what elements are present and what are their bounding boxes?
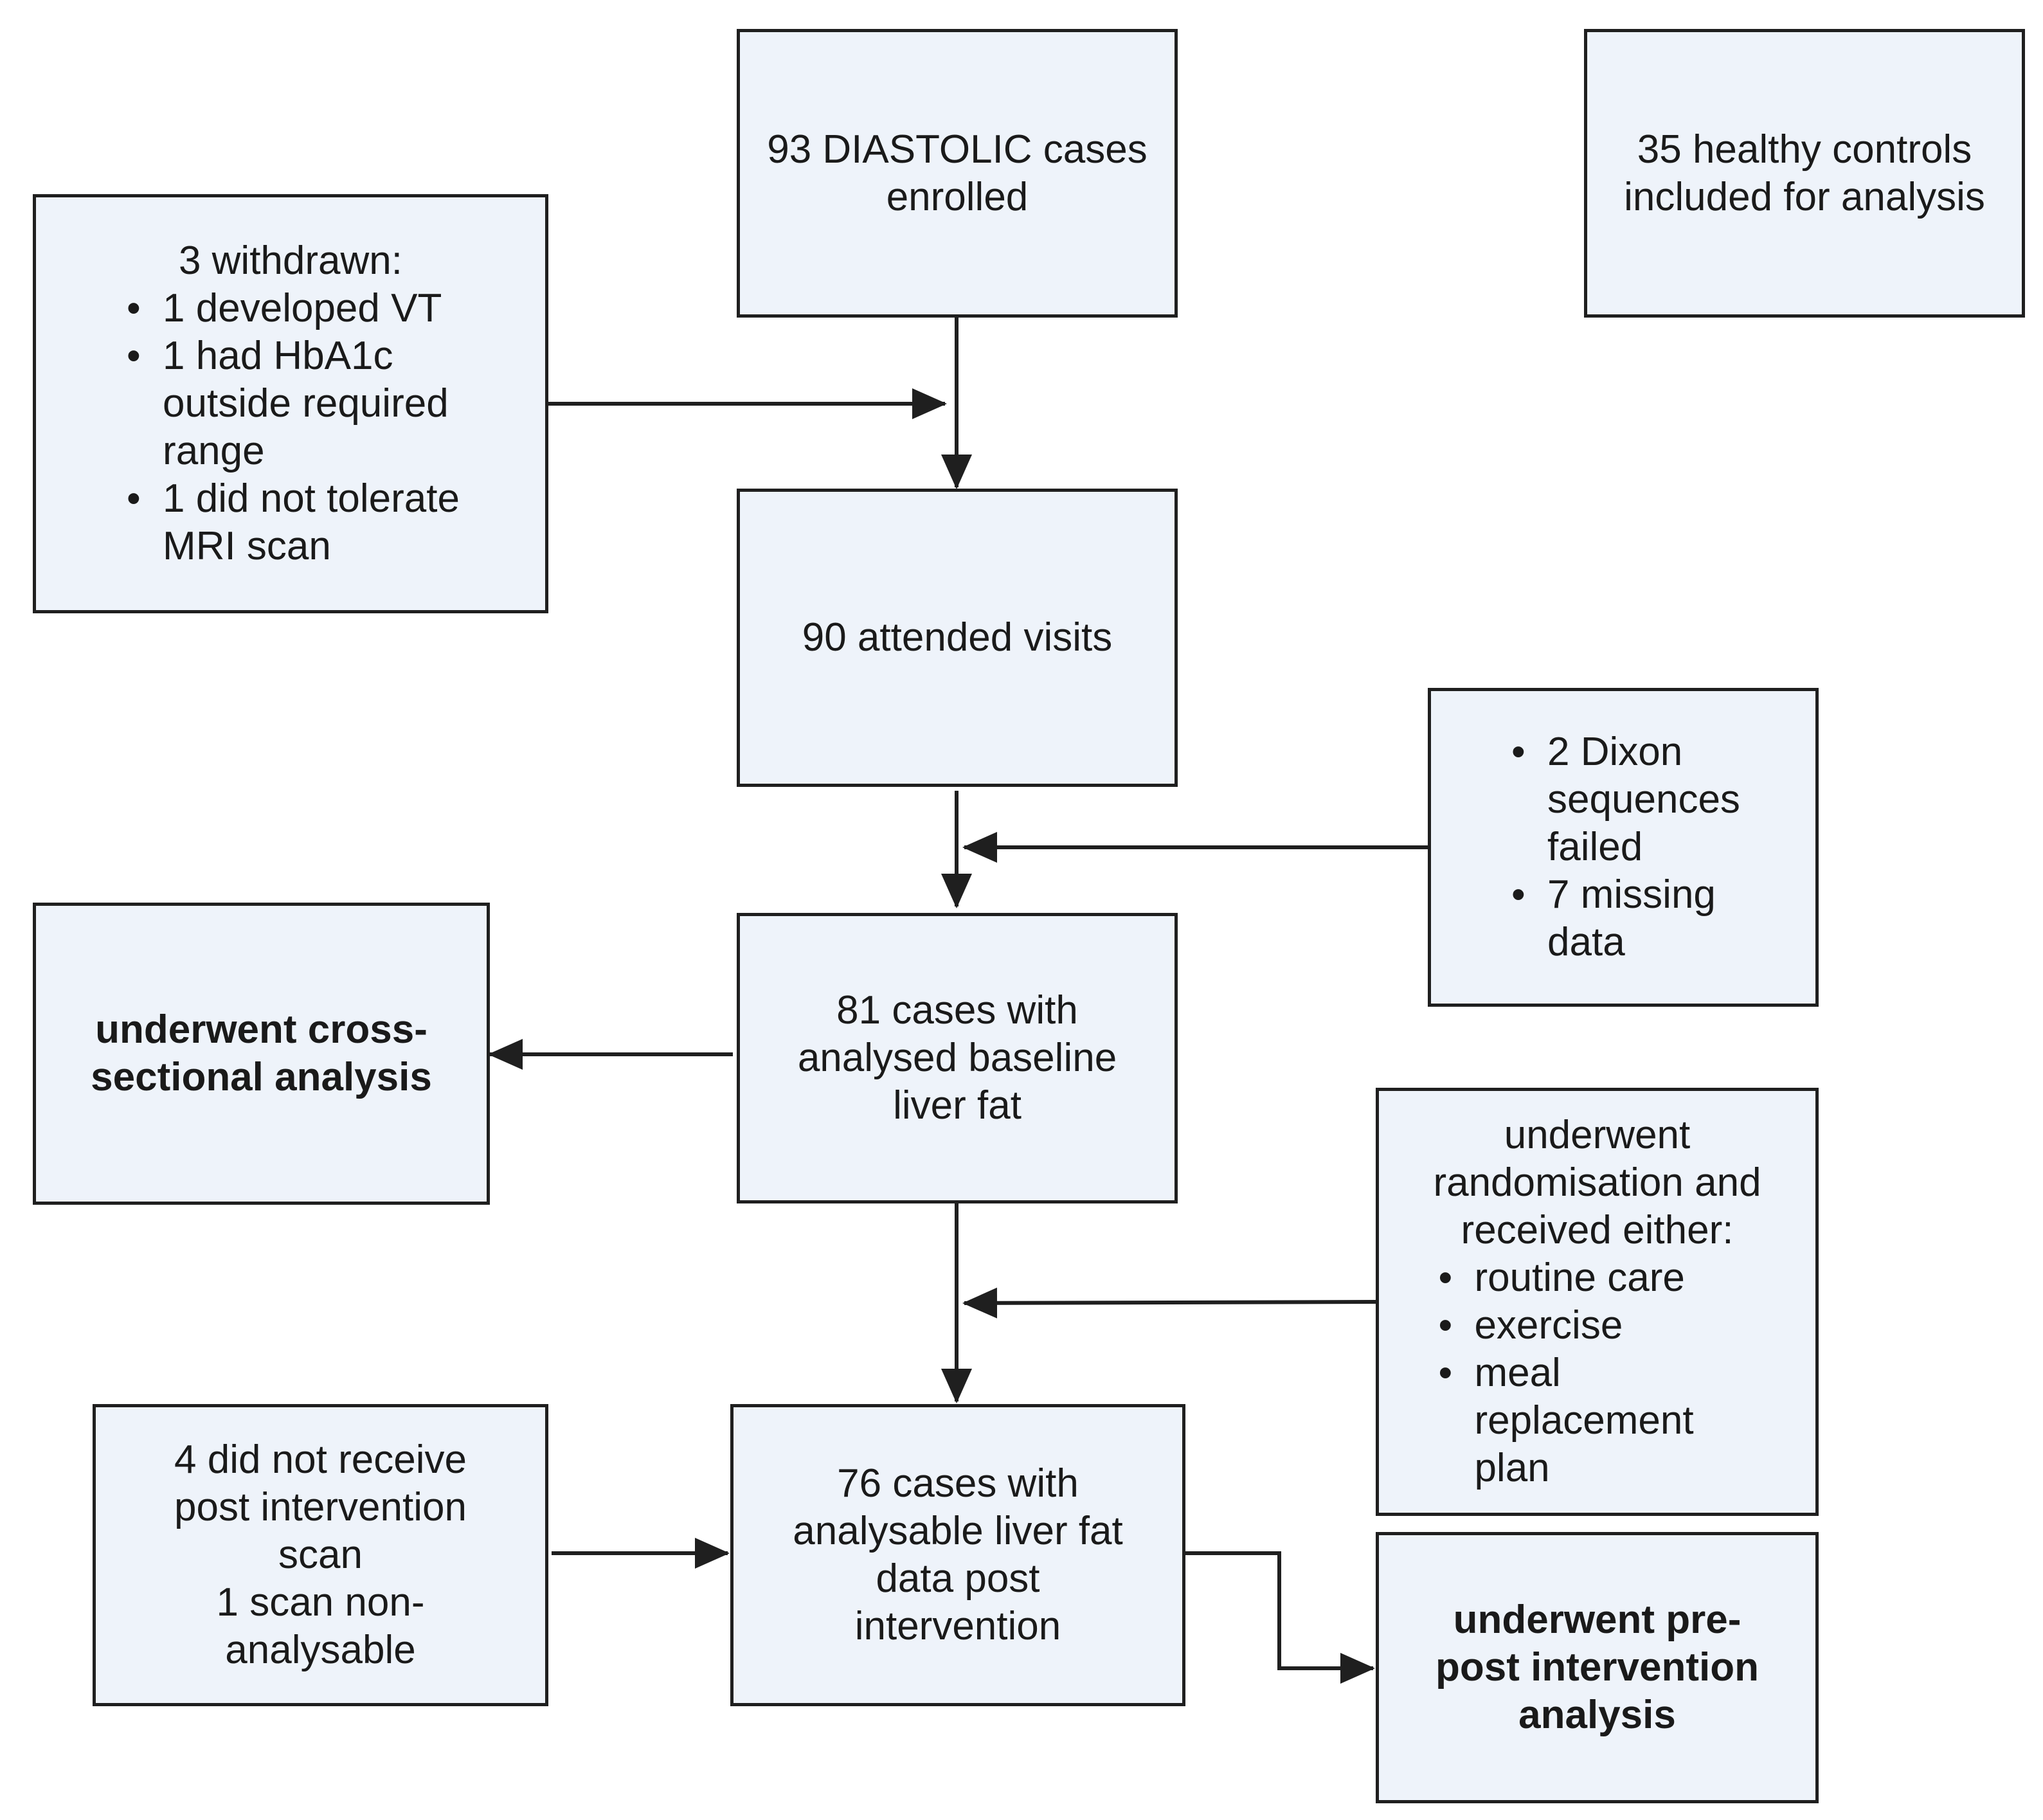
arrow-post-to-pre-post (1185, 1551, 1375, 1684)
no-scan-line: post intervention (174, 1485, 467, 1529)
post-intervention-box: 76 cases with analysable liver fat data … (730, 1404, 1185, 1706)
post-intervention-line: data post (876, 1556, 1040, 1601)
withdrawn-bullet: 1 developed VT (122, 285, 460, 332)
attended-line: 90 attended visits (802, 615, 1113, 660)
post-intervention-line: 76 cases with (837, 1461, 1079, 1506)
withdrawn-bullet-continuation: outside required (163, 381, 449, 426)
no-scan-line: 1 scan non- (216, 1580, 425, 1625)
no-scan-box: 4 did not receive post intervention scan… (93, 1404, 548, 1706)
post-intervention-line: intervention (854, 1604, 1061, 1648)
no-scan-text: 4 did not receive post intervention scan… (174, 1436, 467, 1674)
dixon-bullet: 7 missing (1506, 871, 1740, 919)
withdrawn-heading: 3 withdrawn: (178, 239, 403, 283)
withdrawn-box: 3 withdrawn: 1 developed VT 1 had HbA1c … (33, 194, 548, 613)
withdrawn-bullet: 1 had HbA1c (122, 332, 460, 380)
post-intervention-text: 76 cases with analysable liver fat data … (793, 1460, 1123, 1650)
randomisation-bullet: exercise (1433, 1302, 1761, 1349)
controls-text: 35 healthy controls included for analysi… (1624, 126, 1985, 221)
pre-post-line: post intervention (1436, 1645, 1759, 1689)
randomisation-text: underwent randomisation and received eit… (1433, 1112, 1761, 1492)
withdrawn-bullet: 1 did not tolerate (122, 475, 460, 523)
randomisation-heading: underwent (1504, 1113, 1691, 1157)
randomisation-bullet-continuation: plan (1474, 1446, 1550, 1490)
withdrawn-bullet-continuation: MRI scan (163, 524, 331, 568)
pre-post-box: underwent pre- post intervention analysi… (1376, 1532, 1819, 1803)
withdrawn-bullet-continuation: range (163, 429, 265, 473)
randomisation-bullet-continuation: replacement (1474, 1398, 1694, 1443)
randomisation-bullet: routine care (1433, 1254, 1761, 1302)
cross-sectional-text: underwent cross- sectional analysis (91, 1006, 432, 1101)
dixon-bullet-continuation: data (1547, 920, 1625, 964)
enrolled-line: 93 DIASTOLIC cases (767, 127, 1148, 172)
dixon-box: 2 Dixon sequences failed 7 missing data (1428, 688, 1819, 1007)
enrolled-text: 93 DIASTOLIC cases enrolled (767, 126, 1148, 221)
withdrawn-text: 3 withdrawn: 1 developed VT 1 had HbA1c … (122, 237, 460, 570)
enrolled-box: 93 DIASTOLIC cases enrolled (737, 29, 1178, 318)
no-scan-line: analysable (225, 1628, 416, 1672)
enrolled-line: enrolled (886, 174, 1029, 219)
pre-post-text: underwent pre- post intervention analysi… (1436, 1596, 1759, 1739)
cross-sectional-box: underwent cross- sectional analysis (33, 903, 490, 1205)
controls-box: 35 healthy controls included for analysi… (1584, 29, 2025, 318)
baseline-text: 81 cases with analysed baseline liver fa… (798, 987, 1117, 1130)
dixon-bullet-continuation: failed (1547, 825, 1643, 869)
randomisation-bullet: meal (1433, 1349, 1761, 1397)
controls-line: 35 healthy controls (1637, 127, 1972, 172)
cross-sectional-line: sectional analysis (91, 1055, 432, 1099)
no-scan-line: scan (278, 1533, 363, 1577)
pre-post-line: analysis (1518, 1693, 1676, 1737)
baseline-box: 81 cases with analysed baseline liver fa… (737, 913, 1178, 1203)
attended-text: 90 attended visits (802, 614, 1113, 662)
dixon-bullet: 2 Dixon (1506, 728, 1740, 776)
baseline-line: liver fat (893, 1083, 1022, 1128)
pre-post-line: underwent pre- (1453, 1598, 1742, 1642)
baseline-line: 81 cases with (836, 988, 1078, 1032)
baseline-line: analysed baseline (797, 1036, 1117, 1080)
dixon-bullet-continuation: sequences (1547, 777, 1740, 822)
dixon-text: 2 Dixon sequences failed 7 missing data (1506, 728, 1740, 966)
randomisation-heading: received either: (1461, 1208, 1734, 1252)
randomisation-heading: randomisation and (1433, 1160, 1761, 1205)
controls-line: included for analysis (1624, 174, 1985, 219)
cross-sectional-line: underwent cross- (95, 1007, 428, 1052)
arrow-randomisation-to-main (962, 1287, 1376, 1319)
post-intervention-line: analysable liver fat (793, 1509, 1123, 1553)
no-scan-line: 4 did not receive (174, 1437, 467, 1482)
attended-box: 90 attended visits (737, 489, 1178, 787)
randomisation-box: underwent randomisation and received eit… (1376, 1088, 1819, 1516)
